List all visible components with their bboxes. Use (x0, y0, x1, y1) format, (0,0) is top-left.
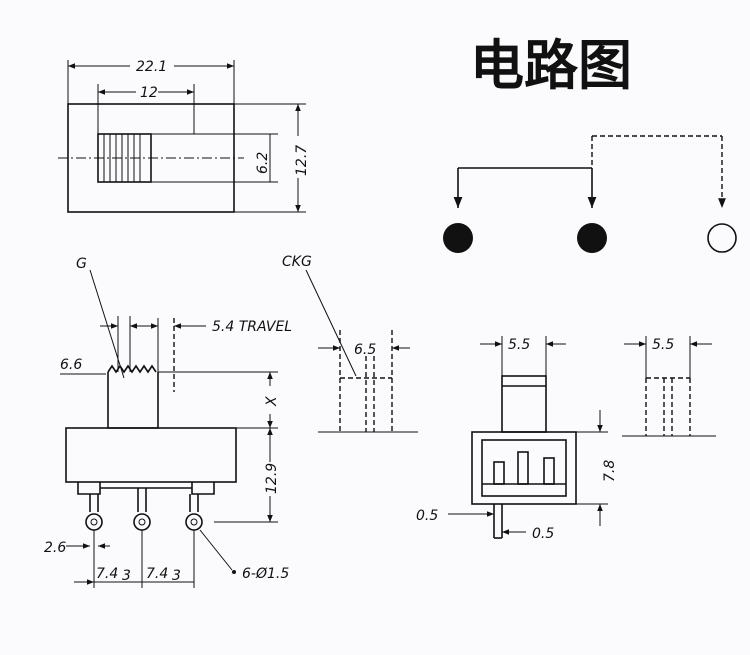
terminal-filled-middle (577, 223, 607, 253)
side-view: G 6.6 5.4 TRAVEL X 12.9 2.6 (44, 256, 292, 588)
side-view-pins (85, 488, 203, 531)
dim-travel: 5.4 TRAVEL (212, 319, 292, 335)
label-g: G (76, 256, 87, 272)
dim-slot-height: 6.2 (255, 152, 271, 174)
diagram-title: 电路图 (470, 34, 632, 97)
dim-holes: 6-Ø1.5 (242, 566, 289, 582)
side-view-body (65, 427, 237, 483)
right-view: 5.5 (622, 336, 716, 437)
label-ckg: CKG (282, 254, 312, 270)
dim-slot-width: 12 (140, 85, 158, 101)
ckg-view: CKG 6.5 (282, 254, 418, 433)
top-view: 22.1 12 6.2 12.7 (58, 59, 310, 213)
front-view-housing (471, 431, 577, 505)
dim-overall-height: 12.7 (294, 145, 310, 176)
dim-front-height: 7.8 (602, 460, 618, 482)
dim-overall-width: 22.1 (136, 59, 167, 75)
dim-body-height: 12.9 (264, 463, 280, 494)
circuit-schematic (443, 135, 737, 253)
dim-pitch-left: 7.4 (96, 566, 118, 582)
front-view: 5.5 7.8 0.5 0.5 (416, 336, 618, 542)
dim-pitch-right-suffix: 3 (172, 568, 181, 584)
dim-pin: 2.6 (44, 540, 66, 556)
terminal-open-right (707, 223, 737, 253)
terminal-filled-left (443, 223, 473, 253)
dim-pin-left: 0.5 (416, 508, 438, 524)
dim-knob-height: X (264, 396, 280, 407)
dim-front-knob-width: 5.5 (508, 337, 530, 353)
dim-right-width: 5.5 (652, 337, 674, 353)
dim-pitch-left-suffix: 3 (122, 568, 131, 584)
dim-pitch-right: 7.4 (146, 566, 168, 582)
dim-ckg-width: 6.5 (354, 342, 376, 358)
dim-knob-width: 6.6 (60, 357, 82, 373)
dim-pin-right: 0.5 (532, 526, 554, 542)
